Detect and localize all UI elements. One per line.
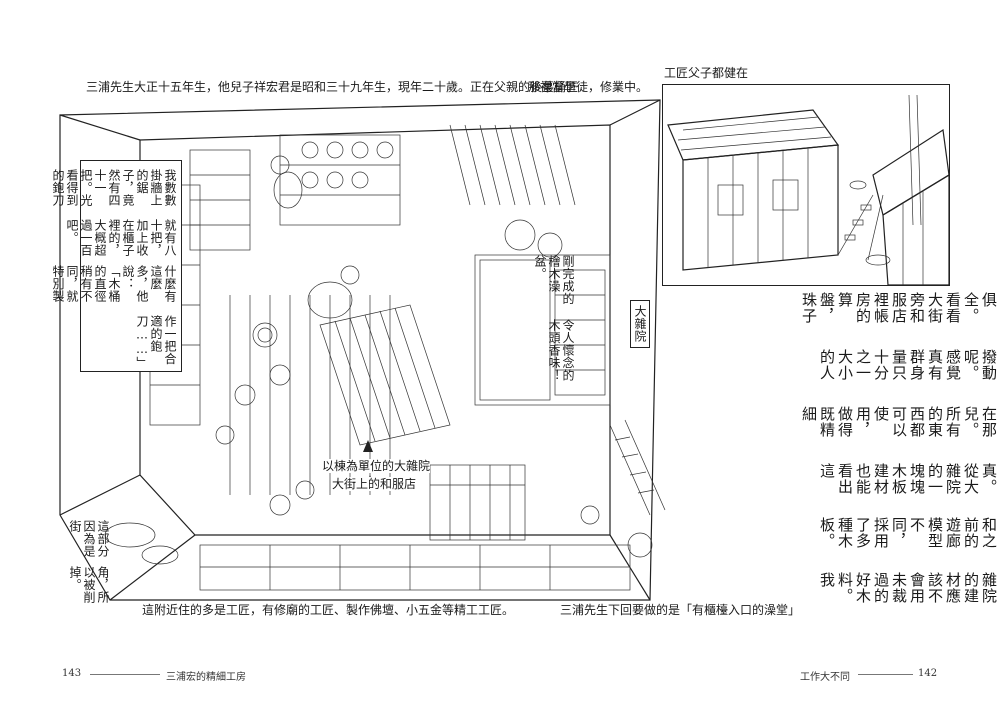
shop-label: 大街上的和服店: [332, 477, 417, 491]
corner-note: 這部分因為是街 角，所以被削掉。: [68, 520, 110, 615]
oozatsuin-label: 大雜院: [630, 300, 650, 348]
page-number-right: 142: [918, 668, 938, 679]
saw-note: 我數數掛牆上的鋸子，竟然有四十一把。光看得到的鉋刀 就有八十把，加上收在櫃子裡的…: [51, 169, 177, 369]
saw-note-line-4: 作一把合適的鉋刀……」: [135, 315, 177, 369]
corner-note-line-1: 這部分因為是街: [68, 520, 110, 558]
main-text-column-1: 一應俱全。看看大街旁和服店裡帳房的算盤，珠子: [800, 292, 1000, 324]
main-text: 一應俱全。看看大街旁和服店裡帳房的算盤，珠子 還能撥動呢。感覺真有群身量只十分之…: [800, 292, 1000, 617]
footer-rule-right: [858, 674, 913, 675]
saw-note-board: 我數數掛牆上的鋸子，竟然有四十一把。光看得到的鉋刀 就有八十把，加上收在櫃子裡的…: [51, 160, 182, 372]
caption-bottom-right: 三浦先生下回要做的是「有櫃檯入口的澡堂」: [560, 603, 801, 617]
tub-note-line-2: 令人懷念的木頭香味！: [547, 318, 575, 382]
caption-bottom-left: 這附近住的多是工匠，有修廟的工匠、製作佛壇、小五金等精工工匠。: [142, 603, 515, 617]
caption-top-right: 工匠父子都健在: [664, 66, 749, 80]
caption-top-middle: 那裡當學徒，修業中。: [528, 80, 649, 94]
inset-drawing: [667, 94, 950, 286]
tub-note-line-1: 剛完成的檜木澡盆。: [533, 255, 575, 305]
saw-note-line-2: 就有八十把，加上收在櫃子裡的，大概超過一百吧。: [65, 218, 177, 257]
footer-rule-left: [90, 674, 160, 675]
footer-title-left: 三浦宏的精細工房: [166, 672, 246, 683]
saw-note-line-3: 什麼有這麼多，他說：「木桶的直徑稍有不同，就特別製: [51, 265, 177, 303]
main-text-column-2: 還能撥動呢。感覺真有群身量只十分之一大小的人: [818, 348, 1000, 381]
main-text-column-4: 又逼真。從大雜院的一塊塊木板建材也能看出這: [818, 462, 1000, 495]
main-text-column-3: 們住在那兒。所有的東西都可以使用，做得既精細: [800, 405, 1000, 438]
unit-label: 以棟為單位的大雜院: [322, 459, 431, 473]
inset-illustration: [662, 84, 950, 286]
caption-top-left: 三浦先生大正十五年生，他兒子祥宏君是昭和三十九年生，現年二十歲。正在父親的後蕞桶…: [86, 80, 579, 94]
tub-note: 剛完成的檜木澡盆。 令人懷念的木頭香味！: [533, 255, 575, 385]
workshop-illustration: 我數數掛牆上的鋸子，竟然有四十一把。光看得到的鉋刀 就有八十把，加上收在櫃子裡的…: [50, 95, 675, 605]
corner-note-line-2: 角，所以被削掉。: [68, 566, 110, 604]
footer-title-right: 工作大不同: [800, 672, 850, 683]
page-number-left: 143: [62, 668, 82, 679]
main-text-column-5: 點；和之前的遊廊模型不同，採用了多種木板。: [818, 517, 1000, 550]
saw-note-line-1: 我數數掛牆上的鋸子，竟然有四十一把。光看得到的鉋刀: [51, 169, 177, 207]
main-text-column-6: 「大雜院的建材應該不會用未裁過的好木料。我: [818, 572, 1000, 605]
